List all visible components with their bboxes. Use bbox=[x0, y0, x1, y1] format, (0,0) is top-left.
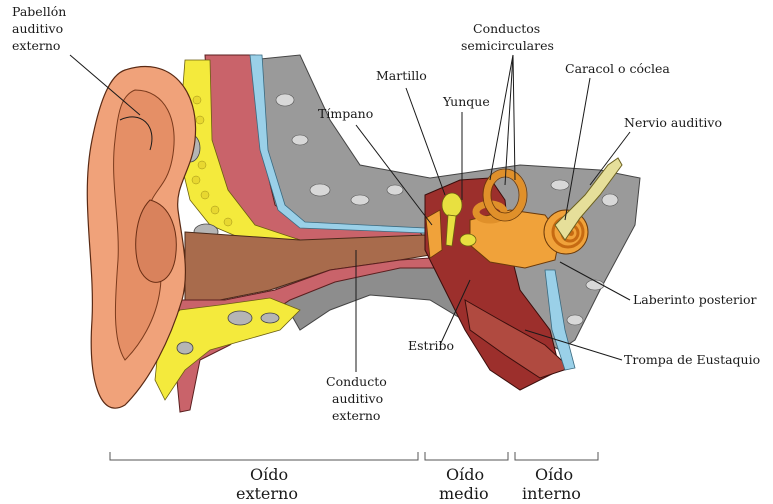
label-conducto-1: Conducto bbox=[326, 374, 387, 389]
label-conductos-1: Conductos bbox=[473, 21, 540, 36]
label-trompa: Trompa de Eustaquio bbox=[624, 352, 760, 367]
label-pabellon-3: externo bbox=[12, 38, 60, 53]
label-martillo: Martillo bbox=[376, 68, 427, 83]
label-yunque: Yunque bbox=[442, 94, 490, 109]
label-caracol: Caracol o cóclea bbox=[565, 61, 670, 76]
svg-text:auditivo: auditivo bbox=[332, 391, 383, 406]
svg-text:Pabellón: Pabellón bbox=[12, 4, 66, 19]
svg-text:externo: externo bbox=[12, 38, 60, 53]
label-nervio: Nervio auditivo bbox=[624, 115, 722, 130]
svg-text:auditivo: auditivo bbox=[12, 21, 63, 36]
label-conductos-2: semicirculares bbox=[461, 38, 554, 53]
label-conducto-2: auditivo bbox=[332, 391, 383, 406]
section-interno-2: interno bbox=[522, 484, 581, 503]
label-laberinto: Laberinto posterior bbox=[633, 292, 757, 307]
section-externo-1: Oído bbox=[250, 465, 288, 484]
label-timpano: Tímpano bbox=[318, 106, 373, 121]
section-medio-2: medio bbox=[439, 484, 489, 503]
section-externo-2: externo bbox=[236, 484, 298, 503]
section-medio-1: Oído bbox=[446, 465, 484, 484]
label-pabellon-2: auditivo bbox=[12, 21, 63, 36]
section-brackets bbox=[110, 452, 598, 460]
svg-text:externo: externo bbox=[332, 408, 380, 423]
label-estribo: Estribo bbox=[408, 338, 454, 353]
svg-text:Conductos: Conductos bbox=[473, 21, 540, 36]
svg-text:semicirculares: semicirculares bbox=[461, 38, 554, 53]
label-pabellon-1: Pabellón bbox=[12, 4, 66, 19]
label-conducto-3: externo bbox=[332, 408, 380, 423]
svg-text:Conducto: Conducto bbox=[326, 374, 387, 389]
section-interno-1: Oído bbox=[535, 465, 573, 484]
